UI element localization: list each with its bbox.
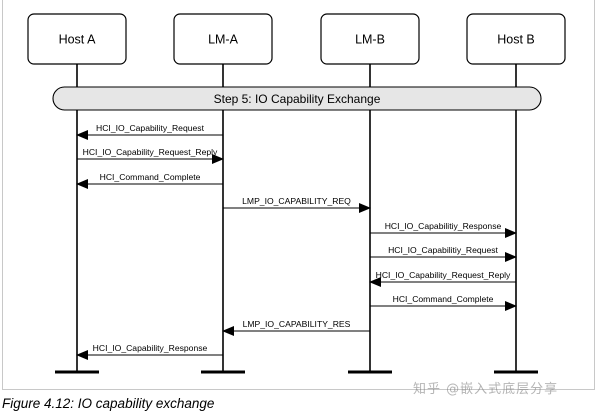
message-2: HCI_IO_Capability_Request_Reply [77, 147, 224, 164]
message-1: HCI_IO_Capability_Request [76, 123, 223, 140]
message-9: LMP_IO_CAPABILITY_RES [222, 319, 370, 336]
participant-label-lm-b: LM-B [355, 33, 385, 47]
diagram-frame [2, 0, 595, 390]
participant-box-lm-a [173, 13, 273, 65]
message-label: LMP_IO_CAPABILITY_RES [243, 319, 351, 329]
sequence-diagram: Step 5: IO Capability Exchange Host A LM-… [27, 13, 566, 374]
step-banner-label: Step 5: IO Capability Exchange [214, 92, 381, 106]
message-6: HCI_IO_Capabilitiy_Request [370, 245, 517, 262]
message-8: HCI_Command_Complete [370, 294, 517, 311]
message-label: HCI_IO_Capability_Request_Reply [83, 147, 218, 157]
participant-box-lm-b [320, 13, 420, 65]
message-3: HCI_Command_Complete [76, 172, 223, 189]
participant-label-lm-a: LM-A [208, 33, 239, 47]
message-label: LMP_IO_CAPABILITY_REQ [242, 196, 351, 206]
participant-label-host-a: Host A [59, 33, 96, 47]
message-label: HCI_Command_Complete [100, 172, 201, 182]
message-10: HCI_IO_Capability_Response [76, 343, 223, 360]
message-4: LMP_IO_CAPABILITY_REQ [223, 196, 371, 213]
message-label: HCI_IO_Capabilitiy_Response [385, 221, 502, 231]
message-label: HCI_IO_Capability_Response [93, 343, 208, 353]
participant-label-host-b: Host B [497, 33, 535, 47]
message-label: HCI_IO_Capability_Request [96, 123, 205, 133]
participant-box-host-a [27, 13, 127, 65]
figure-caption: Figure 4.12: IO capability exchange [2, 396, 215, 411]
watermark-text: 知乎 @嵌入式底层分享 [413, 382, 559, 397]
step-banner [52, 86, 542, 111]
message-5: HCI_IO_Capabilitiy_Response [370, 221, 517, 238]
message-label: HCI_IO_Capabilitiy_Request [388, 245, 498, 255]
message-7: HCI_IO_Capability_Request_Reply [369, 270, 516, 287]
message-label: HCI_IO_Capability_Request_Reply [376, 270, 511, 280]
participant-box-host-b [466, 13, 566, 65]
message-label: HCI_Command_Complete [393, 294, 494, 304]
